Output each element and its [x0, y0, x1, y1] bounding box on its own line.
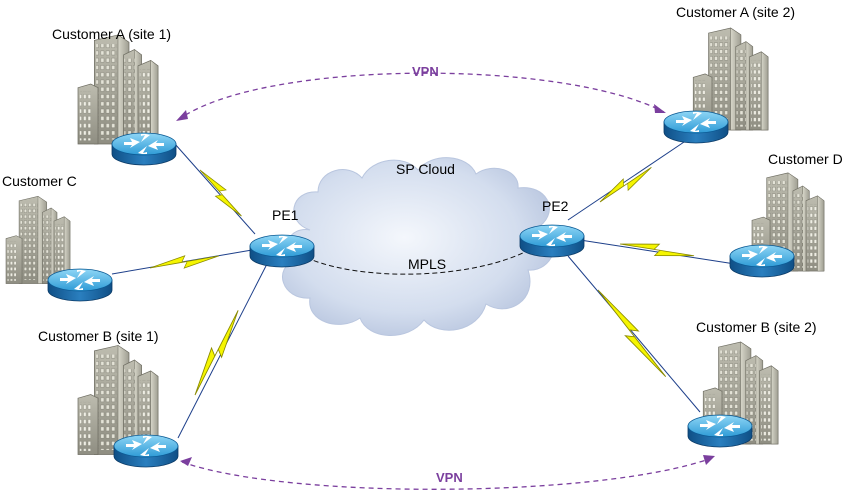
label-customer-a-site2: Customer A (site 2) — [676, 4, 795, 20]
vpn-path-top — [177, 72, 665, 121]
building-icon-customer-a1 — [77, 34, 159, 145]
label-customer-d: Customer D — [768, 151, 843, 167]
label-mpls: MPLS — [408, 256, 446, 272]
label-vpn-bottom: VPN — [436, 470, 463, 485]
lightning-bolt-icon — [195, 165, 247, 221]
lightning-bolt-icon — [592, 285, 672, 382]
router-icon-customer-a2 — [663, 110, 729, 144]
router-icon-customer-c — [47, 268, 113, 302]
vpn-path-bottom — [181, 457, 713, 490]
router-icon-pe2 — [519, 224, 585, 258]
lightning-bolt-icon — [596, 161, 656, 208]
link-pe1-customer-a1 — [174, 143, 256, 235]
router-icon-customer-b1 — [113, 434, 179, 468]
router-icon-customer-b2 — [687, 414, 753, 448]
building-icon-customer-c — [5, 195, 71, 285]
router-icon-customer-d — [729, 244, 795, 278]
router-icon-customer-a1 — [111, 132, 177, 166]
label-sp-cloud: SP Cloud — [396, 161, 455, 177]
label-customer-b-site1: Customer B (site 1) — [38, 328, 159, 344]
sp-cloud-icon — [281, 157, 555, 336]
label-customer-a-site1: Customer A (site 1) — [52, 26, 171, 42]
lightning-bolt-icon — [618, 237, 696, 263]
label-pe2: PE2 — [542, 198, 569, 214]
label-customer-c: Customer C — [2, 173, 77, 189]
lightning-bolt-icon — [148, 249, 221, 275]
link-pe2-customer-b2 — [567, 255, 701, 413]
router-icon-pe1 — [249, 234, 315, 268]
link-pe2-customer-d — [579, 239, 736, 265]
lightning-bolt-icon — [188, 306, 245, 399]
label-pe1: PE1 — [272, 207, 299, 223]
link-pe2-customer-a2 — [567, 137, 691, 221]
label-customer-b-site2: Customer B (site 2) — [696, 319, 817, 335]
label-vpn-top: VPN — [412, 64, 439, 79]
